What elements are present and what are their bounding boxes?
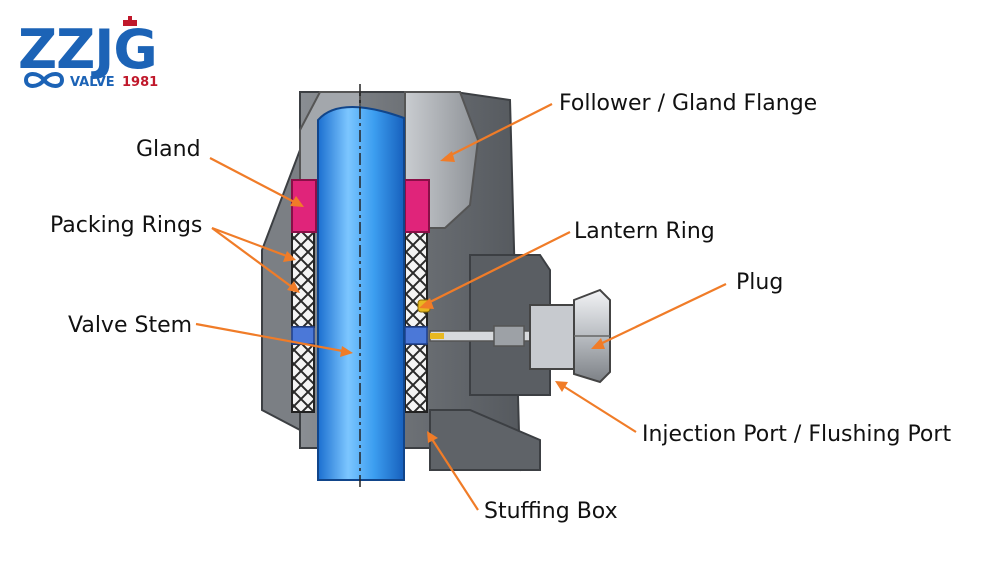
leader-packing-rings-b <box>211 227 297 291</box>
label-stuffing-box: Stuffing Box <box>484 499 618 524</box>
logo-year: 1981 <box>122 75 158 90</box>
brand-logo: ZZJG VALVE 1981 <box>18 16 158 90</box>
label-packing-rings: Packing Rings <box>50 213 202 238</box>
leader-lines <box>195 103 727 511</box>
leader-stuffing-box <box>429 435 479 511</box>
valve-wheel-icon <box>123 16 137 26</box>
leader-lantern-ring <box>423 231 571 306</box>
lantern-ring <box>291 326 428 345</box>
plug <box>529 288 611 384</box>
callout-labels: Follower / Gland Flange Gland Packing Ri… <box>50 91 951 524</box>
infinity-icon <box>23 72 65 88</box>
leader-injection-port <box>559 383 637 433</box>
gland <box>291 179 430 233</box>
leader-gland <box>209 157 301 206</box>
leader-follower-gland-flange <box>444 103 553 159</box>
valve-stem <box>317 106 405 481</box>
leader-plug <box>595 283 727 347</box>
label-lantern-ring: Lantern Ring <box>574 219 715 244</box>
leader-valve-stem <box>195 322 349 354</box>
label-plug: Plug <box>736 270 783 295</box>
label-valve-stem: Valve Stem <box>68 313 192 338</box>
label-gland: Gland <box>136 137 201 162</box>
label-follower-gland-flange: Follower / Gland Flange <box>559 91 817 116</box>
logo-main-text: ZZJG <box>18 18 157 81</box>
logo-brand-word: VALVE <box>70 75 115 90</box>
leader-packing-rings-a <box>211 226 293 260</box>
label-injection-port: Injection Port / Flushing Port <box>642 422 951 447</box>
